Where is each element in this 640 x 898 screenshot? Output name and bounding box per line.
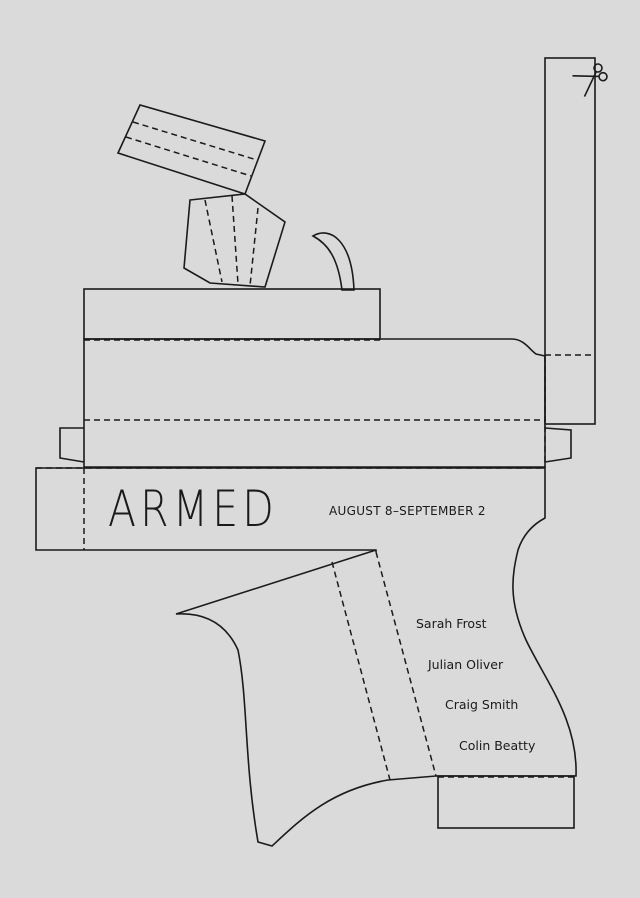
fold-line [204,199,223,283]
artist-name: Sarah Frost [416,616,487,631]
exhibition-title: ARMED [108,480,278,538]
fold-line [132,121,258,161]
fold-line [331,561,391,781]
artist-name: Julian Oliver [428,657,504,672]
fold-line [125,136,252,177]
slide-body [83,338,546,468]
slide-top-block [83,288,381,340]
magazine-base [437,775,575,829]
artist-name: Colin Beatty [459,738,536,753]
scissors-icon [572,63,608,97]
fold-line [249,207,259,287]
hammer-piece [116,104,286,288]
grip-outline [175,549,437,847]
slide-left-tab [59,427,85,463]
frame-right-panel [84,467,577,777]
exhibition-dates: AUGUST 8–SEPTEMBER 2 [329,504,486,518]
fold-line [375,551,437,777]
hammer-top-panel [116,104,267,195]
hook-tab [311,232,355,291]
barrel-strip [544,57,596,425]
artist-name: Craig Smith [445,697,519,712]
slide-right-tab [544,427,572,463]
fold-line [231,195,239,285]
hammer-bottom-panel [183,193,286,288]
